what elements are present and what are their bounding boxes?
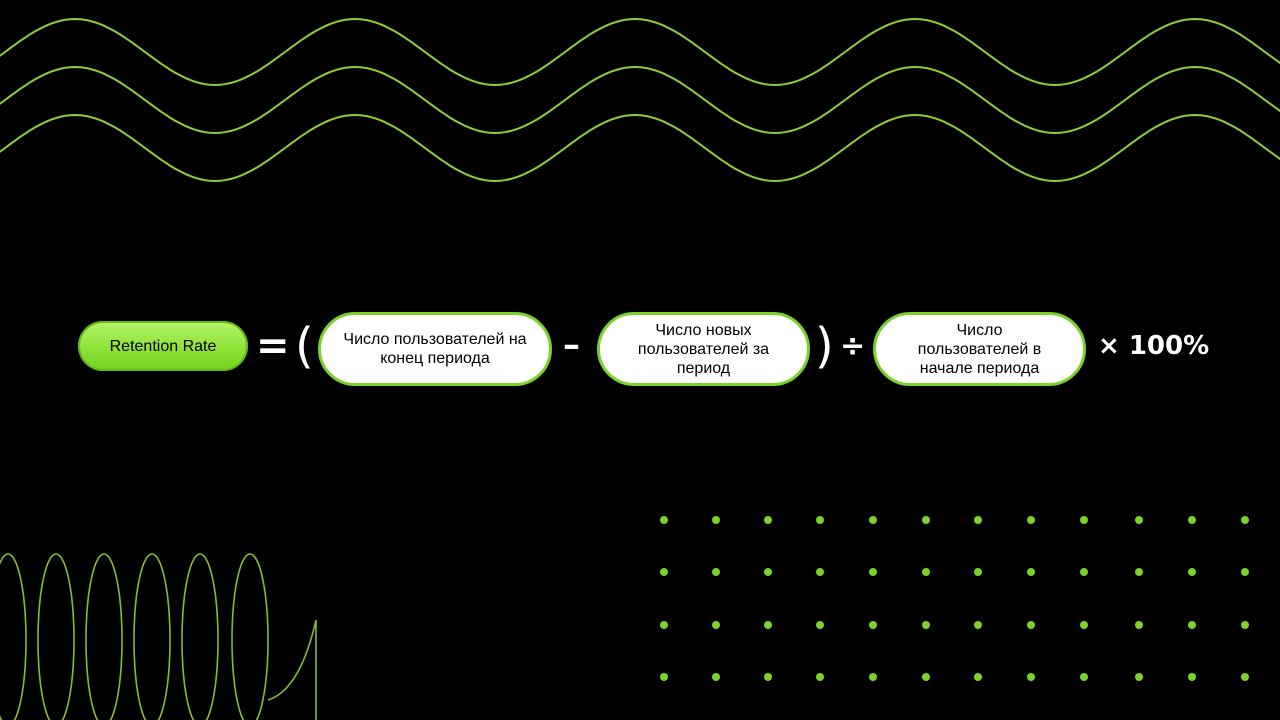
grid-dot <box>712 568 720 576</box>
grid-dot <box>1188 568 1196 576</box>
grid-dot <box>660 568 668 576</box>
term-end-users: Число пользователей на конец периода <box>318 312 552 386</box>
grid-dot <box>974 516 982 524</box>
grid-dot <box>712 516 720 524</box>
grid-dot <box>1241 673 1249 681</box>
retention-rate-pill: Retention Rate <box>78 321 248 371</box>
grid-dot <box>764 621 772 629</box>
grid-dot <box>1241 568 1249 576</box>
grid-dot <box>922 673 930 681</box>
grid-dot <box>974 621 982 629</box>
grid-dot <box>1080 621 1088 629</box>
equals-sign: = <box>256 323 290 369</box>
grid-dot <box>1135 673 1143 681</box>
grid-dot <box>922 516 930 524</box>
grid-dot <box>1188 621 1196 629</box>
grid-dot <box>816 673 824 681</box>
close-parenthesis: ) <box>815 318 834 374</box>
spiral-loop <box>231 553 269 720</box>
grid-dot <box>1241 516 1249 524</box>
grid-dot <box>764 673 772 681</box>
multiply-percent: × 100% <box>1098 331 1210 361</box>
grid-dot <box>712 673 720 681</box>
grid-dot <box>816 516 824 524</box>
metric-label: Retention Rate <box>109 337 217 355</box>
minus-sign: – <box>563 325 580 365</box>
grid-dot <box>1027 568 1035 576</box>
grid-dot <box>816 621 824 629</box>
grid-dot <box>660 516 668 524</box>
divide-sign: ÷ <box>840 329 866 364</box>
grid-dot <box>974 673 982 681</box>
spiral-loop <box>133 553 171 720</box>
grid-dot <box>712 621 720 629</box>
grid-dot <box>660 673 668 681</box>
spiral-loops <box>0 553 317 720</box>
spiral-loop <box>85 553 123 720</box>
grid-dot <box>1080 516 1088 524</box>
grid-dot <box>1135 516 1143 524</box>
grid-dot <box>869 673 877 681</box>
grid-dot <box>1135 621 1143 629</box>
grid-dot <box>922 568 930 576</box>
dot-grid <box>660 516 1249 681</box>
grid-dot <box>1188 516 1196 524</box>
term-new-users-label: Число новых пользователей за период <box>637 321 770 377</box>
wave-line <box>0 17 1280 87</box>
grid-dot <box>1241 621 1249 629</box>
grid-dot <box>869 516 877 524</box>
wave-line <box>0 113 1280 183</box>
wave-lines <box>0 17 1280 183</box>
grid-dot <box>1027 516 1035 524</box>
grid-dot <box>660 621 668 629</box>
open-parenthesis: ( <box>295 318 314 374</box>
grid-dot <box>816 568 824 576</box>
grid-dot <box>1080 673 1088 681</box>
grid-dot <box>869 621 877 629</box>
term-end-users-label: Число пользователей на конец периода <box>343 331 527 367</box>
term-start-users-label: Число пользователей в начале периода <box>917 321 1042 377</box>
grid-dot <box>974 568 982 576</box>
grid-dot <box>1135 568 1143 576</box>
grid-dot <box>922 621 930 629</box>
grid-dot <box>1188 673 1196 681</box>
spiral-loop <box>0 553 27 720</box>
spiral-tail <box>267 619 317 720</box>
grid-dot <box>764 568 772 576</box>
grid-dot <box>764 516 772 524</box>
wave-line <box>0 65 1280 135</box>
spiral-loop <box>181 553 219 720</box>
grid-dot <box>869 568 877 576</box>
spiral-loop <box>37 553 75 720</box>
term-start-users: Число пользователей в начале периода <box>873 312 1086 386</box>
term-new-users: Число новых пользователей за период <box>597 312 810 386</box>
grid-dot <box>1027 673 1035 681</box>
grid-dot <box>1080 568 1088 576</box>
grid-dot <box>1027 621 1035 629</box>
